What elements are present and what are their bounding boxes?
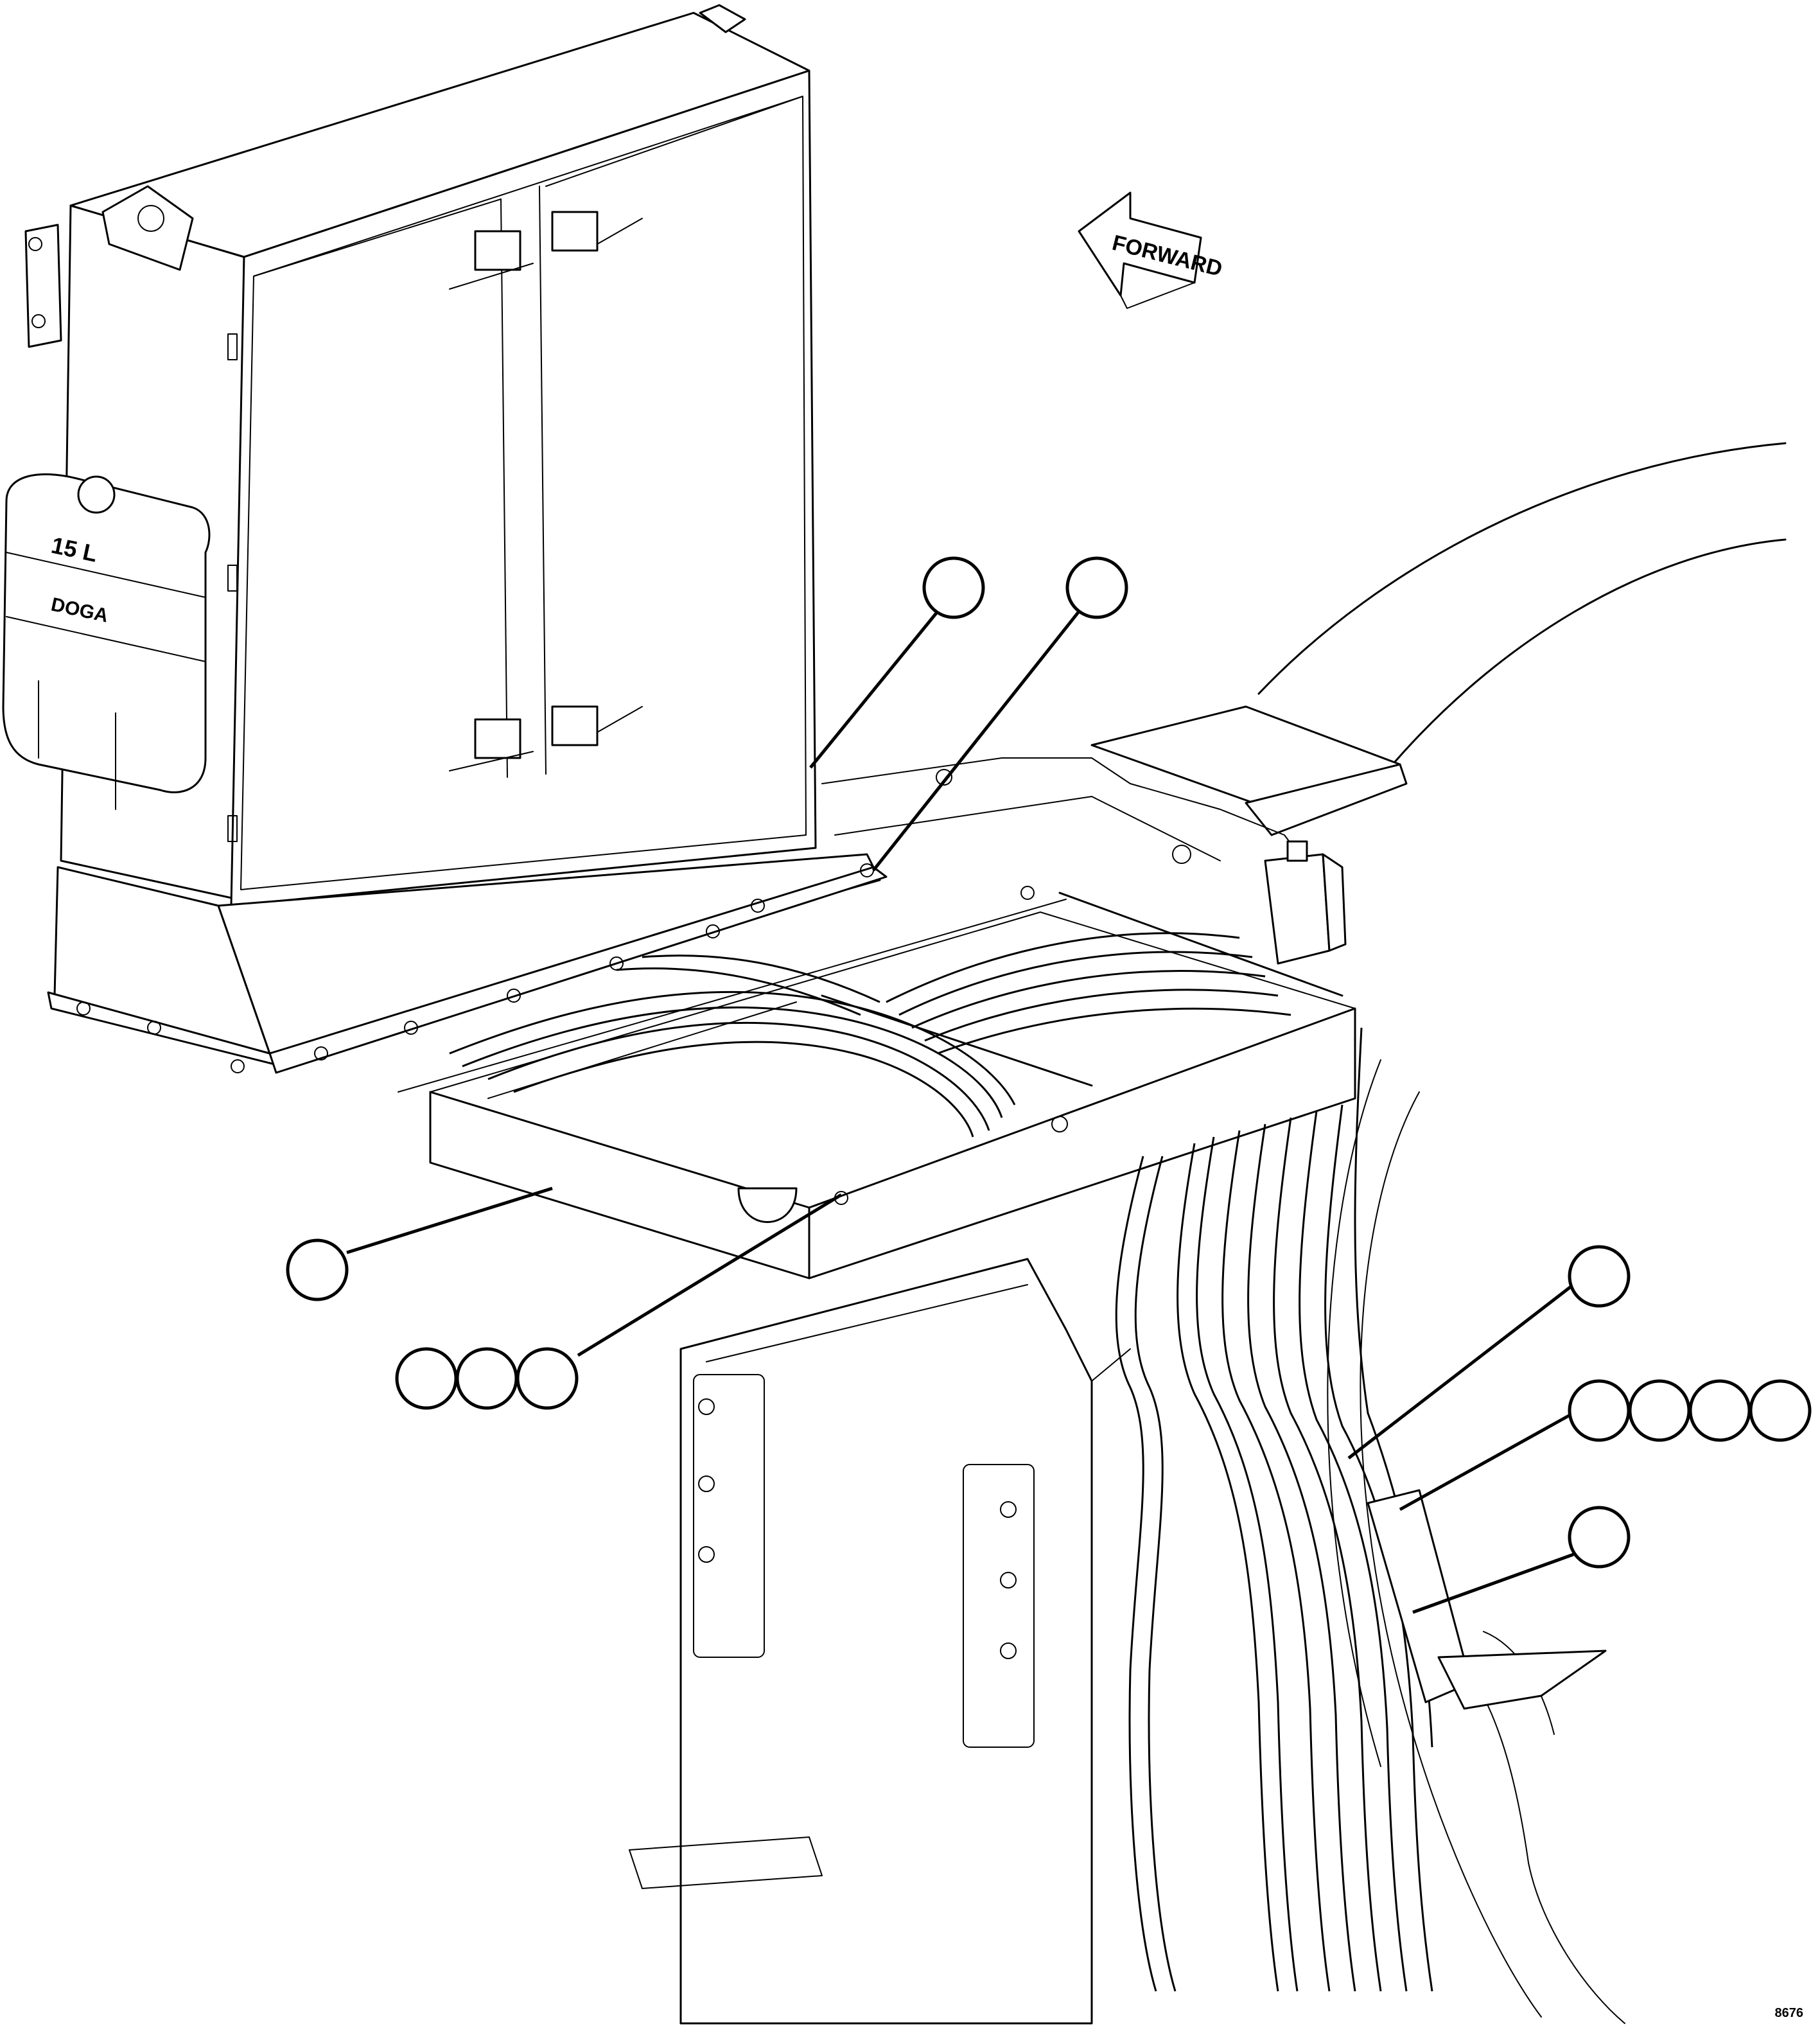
hose-tray <box>398 892 1356 1280</box>
callout-9 <box>1628 1379 1691 1442</box>
callout-10 <box>1688 1379 1751 1442</box>
deck-plate <box>821 705 1408 938</box>
callout-2 <box>1065 556 1128 619</box>
leader-lines <box>346 610 1575 1614</box>
drawing-number: 8676 <box>1775 2006 1804 2020</box>
callout-3 <box>286 1238 349 1301</box>
arrow-left-icon <box>1078 191 1202 297</box>
latch-upper <box>449 211 643 290</box>
latch-lower <box>449 705 643 771</box>
callout-4 <box>395 1347 458 1410</box>
forward-direction-arrow: FORWARD <box>1078 191 1225 309</box>
callout-1 <box>922 556 985 619</box>
hose-bundle <box>1115 1027 1607 1992</box>
valve-block <box>1264 840 1347 965</box>
callout-6 <box>516 1347 579 1410</box>
cabinet-base <box>47 853 888 1074</box>
washer-tank: 15 L DOGA <box>2 473 211 810</box>
callout-7 <box>1568 1245 1631 1308</box>
callout-5 <box>455 1347 518 1410</box>
support-column <box>629 1258 1131 2025</box>
callout-8 <box>1568 1379 1631 1442</box>
callout-12 <box>1568 1506 1631 1569</box>
callouts <box>286 556 1812 1569</box>
callout-11 <box>1749 1379 1812 1442</box>
